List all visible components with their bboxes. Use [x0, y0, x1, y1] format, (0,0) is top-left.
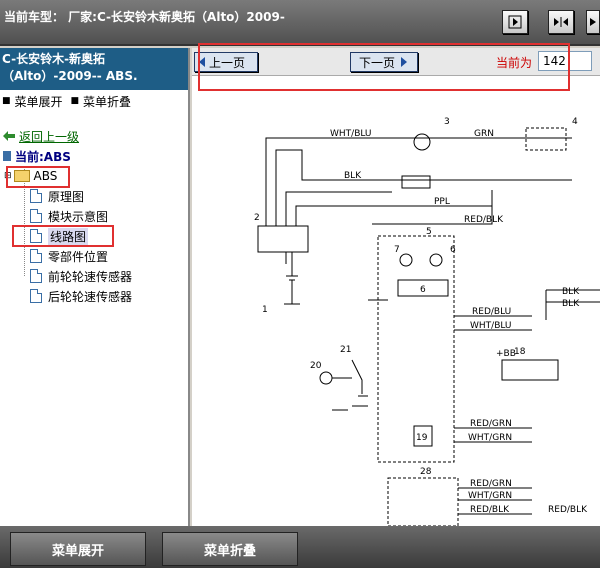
folder-label: ABS	[33, 169, 58, 183]
document-icon	[30, 269, 42, 283]
tree-item[interactable]: 原理图	[0, 186, 188, 206]
arrows-inward-icon	[554, 17, 568, 27]
tree-item[interactable]: 前轮轮速传感器	[0, 266, 188, 286]
header-line-1: C-长安铃木-新奥拓	[2, 52, 106, 66]
component-number: 1	[262, 305, 268, 315]
header-line-2: （Alto）-2009-- ABS.	[2, 69, 138, 83]
bottom-expand-button[interactable]: 菜单展开	[10, 532, 146, 566]
wire-label: WHT/BLU	[330, 129, 372, 139]
component-number: 5	[426, 227, 432, 237]
wire-label: RED/BLK	[548, 505, 588, 515]
page-navbar: 上一页 下一页 当前为	[192, 48, 600, 76]
diagram-viewer: 上一页 下一页 当前为	[192, 48, 600, 526]
menu-controls: ■ 菜单展开 ■ 菜单折叠	[0, 90, 188, 112]
wire-label: GRN	[474, 129, 494, 139]
wiring-diagram: WHT/BLU GRN BLK PPL RED/BLK BLK BLK RED/…	[254, 117, 600, 526]
left-header: C-长安铃木-新奥拓 （Alto）-2009-- ABS.	[0, 48, 188, 90]
prev-label: 上一页	[209, 55, 246, 70]
current-label: 当前:ABS	[15, 149, 71, 164]
left-panel: C-长安铃木-新奥拓 （Alto）-2009-- ABS. ■ 菜单展开 ■ 菜…	[0, 48, 190, 526]
tree-line	[24, 166, 25, 276]
component-number: 7	[394, 245, 400, 255]
component-number: 4	[572, 117, 578, 127]
wire-label: RED/GRN	[470, 419, 512, 429]
prev-page-button[interactable]: 上一页	[194, 52, 258, 72]
wire-label: WHT/BLU	[470, 321, 512, 331]
wire-label: BLK	[562, 287, 580, 297]
square-icon: ■	[2, 96, 11, 106]
tree-item-label: 原理图	[48, 189, 85, 204]
tree-back[interactable]: 返回上一级	[0, 126, 188, 146]
nav-tree: 返回上一级 当前:ABS ⊟ ABS 原理图 模块示意图 线路图 零部件位置	[0, 112, 188, 306]
tree-item-label: 线路图	[48, 227, 89, 245]
vehicle-title: 当前车型： 厂家:C-长安铃木新奥拓（Alto）2009-	[4, 10, 285, 24]
menu-expand-link[interactable]: 菜单展开	[14, 94, 63, 109]
bottom-collapse-button[interactable]: 菜单折叠	[162, 532, 298, 566]
arrow-icon	[590, 18, 596, 26]
wire-label: PPL	[434, 197, 450, 207]
tree-item[interactable]: 模块示意图	[0, 206, 188, 226]
next-page-button[interactable]: 下一页	[350, 52, 418, 72]
tree-computer-icon	[3, 151, 11, 161]
arrow-left-icon	[199, 57, 205, 67]
document-icon	[30, 209, 42, 223]
top-bar: 当前车型： 厂家:C-长安铃木新奥拓（Alto）2009-	[0, 0, 600, 46]
document-icon	[30, 289, 42, 303]
tree-item-label: 模块示意图	[48, 209, 109, 224]
arrow-right-icon	[401, 57, 408, 67]
tree-item[interactable]: 后轮轮速传感器	[0, 286, 188, 306]
wire-label: BLK	[344, 171, 362, 181]
component-number: 28	[420, 467, 432, 477]
fullscreen-button[interactable]	[586, 10, 600, 34]
tree-item-label: 前轮轮速传感器	[48, 269, 133, 284]
document-icon	[30, 249, 42, 263]
component-number: 2	[254, 213, 260, 223]
document-icon	[30, 229, 42, 243]
tree-item-label: 后轮轮速传感器	[48, 289, 133, 304]
component-number: 6	[420, 285, 426, 295]
tree-folder-abs[interactable]: ⊟ ABS	[0, 166, 188, 186]
component-number: 20	[310, 361, 322, 371]
tree-item-label: 零部件位置	[48, 249, 109, 264]
tree-current: 当前:ABS	[0, 146, 188, 166]
tree-toggle-icon[interactable]: ⊟	[4, 171, 12, 181]
next-label: 下一页	[359, 55, 396, 70]
component-number: 3	[444, 117, 450, 127]
bottom-bar: 菜单展开 菜单折叠	[0, 526, 600, 568]
wire-label: BLK	[562, 299, 580, 309]
page-label: 当前为	[496, 56, 533, 70]
tree-item[interactable]: 零部件位置	[0, 246, 188, 266]
back-link[interactable]: 返回上一级	[19, 129, 80, 144]
back-arrow-icon	[3, 131, 15, 141]
fit-page-button[interactable]	[548, 10, 574, 34]
square-icon: ■	[70, 96, 80, 106]
component-number: 19	[416, 433, 428, 443]
expand-right-button[interactable]	[502, 10, 528, 34]
wire-label: RED/GRN	[470, 479, 512, 489]
wire-label: RED/BLK	[470, 505, 510, 515]
wire-label: WHT/GRN	[468, 491, 512, 501]
wire-label: RED/BLU	[472, 307, 511, 317]
wire-label: WHT/GRN	[468, 433, 512, 443]
document-icon	[30, 189, 42, 203]
component-number: 21	[340, 345, 351, 355]
arrow-right-icon	[508, 15, 522, 29]
component-number: 18	[514, 347, 526, 357]
folder-icon	[13, 170, 30, 182]
page-number-input[interactable]	[538, 51, 592, 71]
wire-label: +BB	[496, 349, 516, 359]
wire-label: RED/BLK	[464, 215, 504, 225]
tree-item-selected[interactable]: 线路图	[0, 226, 188, 246]
component-number: 6	[450, 245, 456, 255]
menu-collapse-link[interactable]: 菜单折叠	[83, 94, 132, 109]
